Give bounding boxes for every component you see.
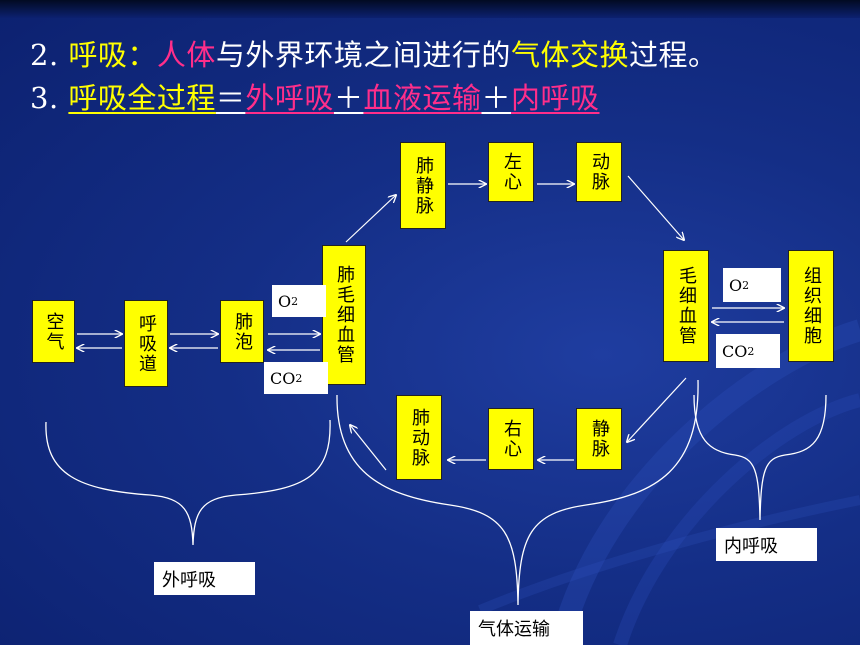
line3-transport: 血液运输 — [363, 81, 482, 115]
node-air: 空气 — [32, 300, 75, 363]
line2-middle: 与外界环境之间进行的 — [215, 38, 511, 72]
line3-internal: 内呼吸 — [510, 81, 600, 115]
arrow-to-pulm-vein — [345, 195, 396, 243]
node-airway: 呼吸道 — [124, 300, 168, 387]
line2-end: 过程。 — [628, 38, 718, 72]
line2-num: 2. — [30, 38, 59, 72]
node-tissue-cell: 组织细胞 — [788, 250, 834, 362]
definition-line: 2. 呼吸：人体与外界环境之间进行的气体交换过程。 — [30, 32, 717, 74]
line3-num: 3. — [30, 81, 59, 115]
node-left-heart: 左心 — [488, 142, 534, 202]
brace-external — [45, 419, 331, 546]
line2-term: 呼吸： — [68, 38, 157, 72]
arrow-to-tissue-capillary — [627, 175, 684, 240]
node-pulm-artery: 肺动脉 — [396, 395, 442, 480]
brace-internal — [693, 394, 827, 521]
node-pulm-vein: 肺静脉 — [400, 142, 446, 229]
brace-transport — [336, 379, 699, 606]
line2-human: 人体 — [156, 38, 216, 72]
top-bar — [0, 0, 860, 18]
stage-transport-label: 气体运输 — [470, 611, 583, 645]
line3-plus1: ＋ — [333, 81, 364, 115]
stage-internal-label: 内呼吸 — [716, 528, 817, 561]
line3-plus2: ＋ — [481, 81, 511, 115]
node-alveolus: 肺泡 — [220, 300, 264, 363]
process-line: 3. 呼吸全过程＝外呼吸＋血液运输＋内呼吸 — [30, 75, 600, 117]
stage-external-label: 外呼吸 — [154, 562, 255, 595]
node-artery: 动脉 — [576, 142, 622, 202]
node-vein: 静脉 — [576, 408, 622, 470]
line3-external: 外呼吸 — [245, 81, 334, 115]
node-tissue-capillary: 毛细血管 — [663, 250, 709, 362]
node-pulm-capillary: 肺毛细血管 — [322, 245, 366, 385]
arrow-to-pulm-capillary — [350, 425, 387, 471]
line3-eq: ＝ — [215, 81, 246, 115]
arrow-to-vein — [627, 377, 687, 442]
line3-whole: 呼吸全过程 — [68, 81, 216, 115]
line2-gas-exchange: 气体交换 — [510, 38, 629, 72]
node-right-heart: 右心 — [488, 408, 534, 470]
